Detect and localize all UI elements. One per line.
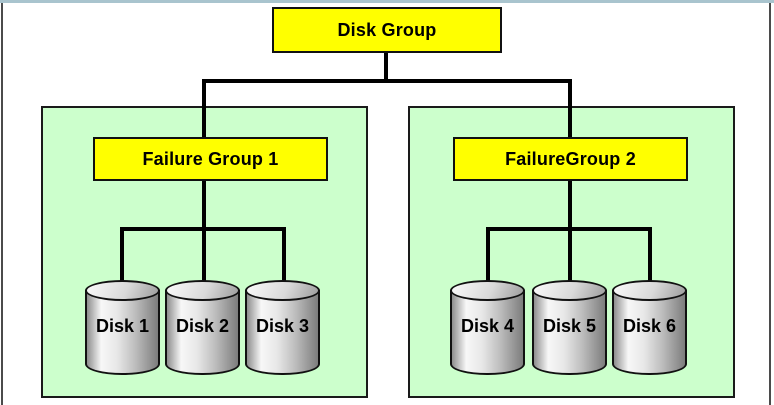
window-left-edge: [1, 3, 3, 405]
disk-cylinder-top-icon: [450, 280, 525, 301]
window-top-edge: [0, 0, 774, 3]
connector-root-horizontal: [202, 79, 572, 83]
disk-label: Disk 3: [255, 316, 310, 336]
disk-cylinder-top-icon: [532, 280, 607, 301]
disk-cylinder-body-icon: [450, 290, 525, 375]
disk-label: Disk 4: [460, 316, 515, 336]
disk-label: Disk 6: [622, 316, 677, 336]
disk-node-2: Disk 2: [165, 280, 240, 375]
connector-group2-trunk: [568, 181, 572, 284]
connector-drop-to-group-1: [202, 79, 206, 137]
disk-node-4: Disk 4: [450, 280, 525, 375]
disk-label: Disk 1: [95, 316, 150, 336]
connector-drop-to-disk-4: [486, 227, 490, 284]
disk-cylinder-top-icon: [612, 280, 687, 301]
connector-drop-to-disk-3: [282, 227, 286, 284]
connector-root-trunk: [384, 53, 388, 81]
disk-label: Disk 2: [175, 316, 230, 336]
disk-node-5: Disk 5: [532, 280, 607, 375]
disk-cylinder-top-icon: [165, 280, 240, 301]
disk-cylinder-body-icon: [85, 290, 160, 375]
connector-group1-trunk: [202, 181, 206, 284]
connector-group1-horizontal: [120, 227, 286, 231]
failure-group-1-node: Failure Group 1: [93, 137, 328, 181]
connector-drop-to-group-2: [568, 79, 572, 137]
disk-group-node: Disk Group: [272, 7, 502, 53]
disk-label: Disk 5: [542, 316, 597, 336]
disk-cylinder-top-icon: [245, 280, 320, 301]
disk-cylinder-body-icon: [165, 290, 240, 375]
connector-drop-to-disk-6: [648, 227, 652, 284]
disk-node-1: Disk 1: [85, 280, 160, 375]
disk-cylinder-top-icon: [85, 280, 160, 301]
connector-drop-to-disk-1: [120, 227, 124, 284]
disk-node-3: Disk 3: [245, 280, 320, 375]
disk-cylinder-body-icon: [612, 290, 687, 375]
window-right-edge: [769, 3, 771, 405]
disk-node-6: Disk 6: [612, 280, 687, 375]
connector-group2-horizontal: [486, 227, 652, 231]
disk-cylinder-body-icon: [245, 290, 320, 375]
disk-cylinder-body-icon: [532, 290, 607, 375]
failure-group-2-node: FailureGroup 2: [453, 137, 688, 181]
